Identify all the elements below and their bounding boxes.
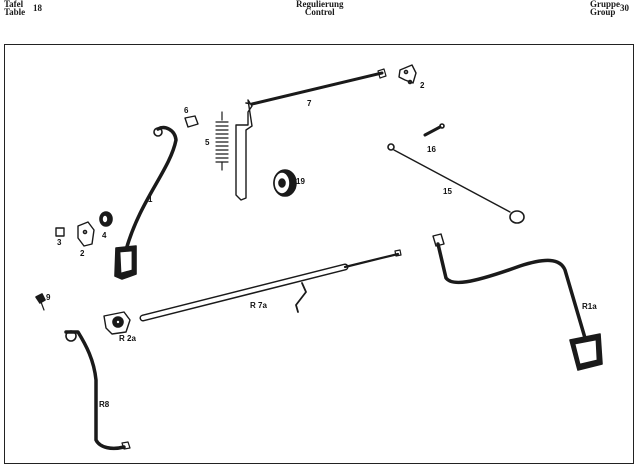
diagram-frame — [4, 44, 634, 464]
label-group: Group — [590, 7, 616, 17]
label-control: Control — [304, 7, 335, 17]
part-3-clip — [55, 227, 65, 237]
callout-r2a: R 2a — [119, 334, 136, 343]
callout-7: 7 — [307, 99, 312, 108]
part-2-bracket-top — [398, 64, 417, 85]
callout-1: 1 — [148, 195, 153, 204]
part-19-grommet — [273, 169, 297, 197]
group-number: 30 — [620, 3, 629, 13]
part-1-pedal — [114, 125, 178, 280]
label-tafel: Tafel — [4, 0, 24, 9]
callout-19: 19 — [296, 177, 305, 186]
label-gruppe: Gruppe — [590, 0, 621, 9]
part-4-bushing — [99, 211, 113, 227]
header-left: Tafel Table — [4, 0, 26, 17]
part-9-bolt — [35, 293, 46, 311]
callout-3: 3 — [57, 238, 62, 247]
callout-2-top: 2 — [420, 81, 425, 90]
part-6-clip — [184, 115, 199, 128]
part-r1a-pedal — [432, 233, 603, 371]
callout-5: 5 — [205, 138, 210, 147]
part-r2a-bracket — [103, 311, 131, 335]
callout-9: 9 — [46, 293, 51, 302]
label-regulierung: Regulierung — [296, 0, 344, 9]
label-table: Table — [4, 7, 26, 17]
callouts: 1 2 2 3 4 5 6 7 9 15 16 19 R1a R 2a R 7a… — [46, 81, 597, 409]
part-15-rod — [387, 143, 525, 224]
callout-r1a: R1a — [582, 302, 597, 311]
part-5-spring — [215, 111, 229, 171]
callout-r8: R8 — [99, 400, 110, 409]
part-7-rod — [235, 68, 387, 201]
callout-6: 6 — [184, 106, 189, 115]
header-center: Regulierung Control — [296, 0, 344, 17]
callout-r7a: R 7a — [250, 301, 267, 310]
callout-15: 15 — [443, 187, 452, 196]
part-r8-lever — [64, 330, 131, 451]
callout-2-left: 2 — [80, 249, 85, 258]
callout-4: 4 — [102, 231, 107, 240]
part-2-bracket-left — [77, 221, 95, 247]
header-right: Gruppe Group — [590, 0, 621, 17]
part-r7a-shaft — [139, 249, 402, 322]
callout-16: 16 — [427, 145, 436, 154]
part-16-pin — [423, 123, 445, 137]
table-number: 18 — [33, 3, 42, 13]
